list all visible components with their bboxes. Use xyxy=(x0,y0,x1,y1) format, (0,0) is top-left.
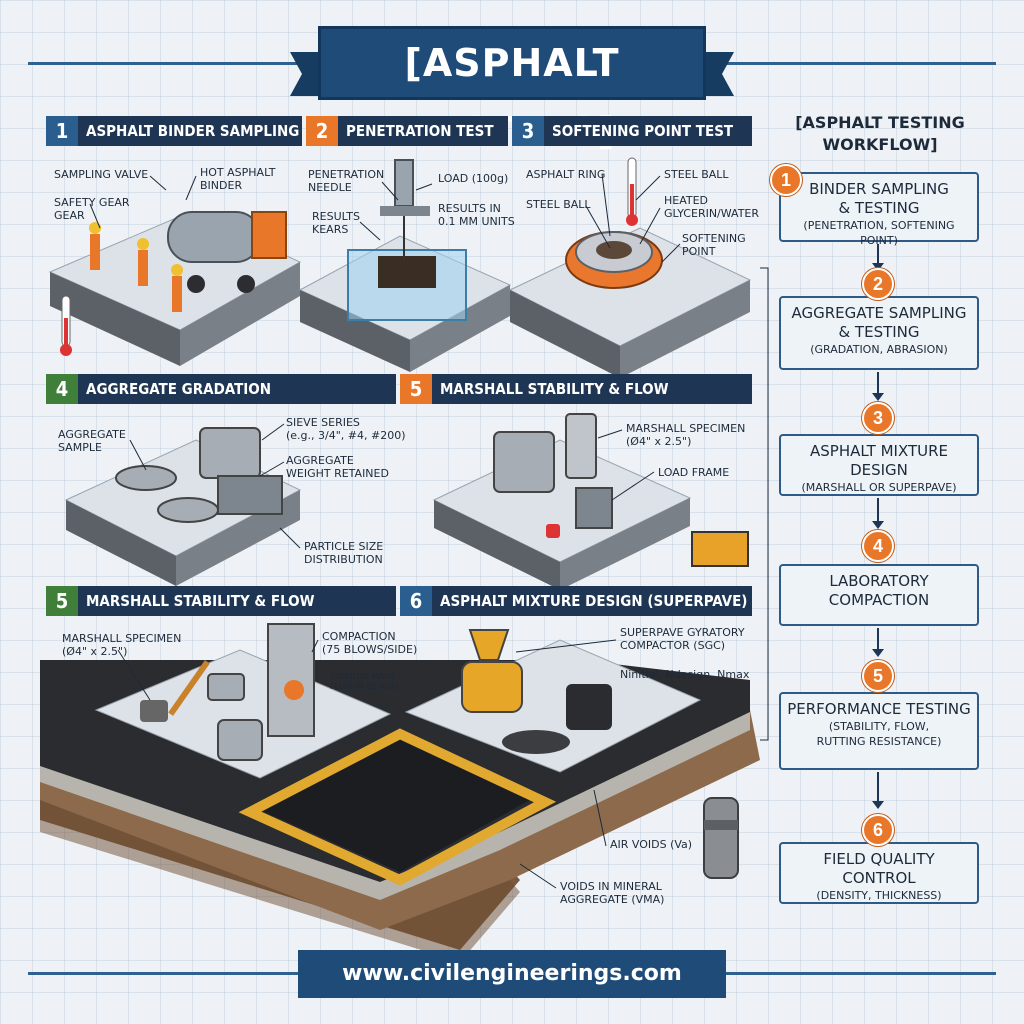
label-compaction: COMPACTION (75 BLOWS/SIDE) xyxy=(322,630,418,656)
workflow-step-1-main: BINDER SAMPLING & TESTING xyxy=(809,180,949,217)
workflow-arrow-2 xyxy=(872,372,884,401)
step-5-number: 5 xyxy=(400,374,432,404)
workflow-step-2-main: AGGREGATE SAMPLING & TESTING xyxy=(791,304,967,341)
workflow-badge-1: 1 xyxy=(770,164,802,196)
step-4-number: 4 xyxy=(46,374,78,404)
label-sgc: SUPERPAVE GYRATORY COMPACTOR (SGC) xyxy=(620,626,745,652)
label-load-frame: LOAD FRAME xyxy=(658,466,730,479)
workflow-step-3-sub: (MARSHALL OR SUPERPAVE) xyxy=(801,481,957,494)
workflow-badge-2: 2 xyxy=(862,268,894,300)
label-load: LOAD (100g) xyxy=(438,172,509,185)
workflow-step-1: BINDER SAMPLING & TESTING (PENETRATION, … xyxy=(779,172,979,247)
step-2-title: PENETRATION TEST xyxy=(346,122,494,140)
workflow-badge-5: 5 xyxy=(862,660,894,692)
workflow-title: [ASPHALT TESTING WORKFLOW] xyxy=(795,113,965,154)
label-marshall-specimen: MARSHALL SPECIMEN (Ø4" x 2.5") xyxy=(626,422,746,448)
workflow-step-5-sub: (STABILITY, FLOW, RUTTING RESISTANCE) xyxy=(816,720,942,748)
workflow-arrow-1 xyxy=(872,244,884,271)
workflow-step-4-main: LABORATORY COMPACTION xyxy=(828,572,930,609)
frame-bottom-left xyxy=(28,972,298,975)
workflow-arrow-4 xyxy=(872,628,884,657)
label-heated-glycerin: HEATED GLYCERIN/WATER xyxy=(664,194,760,220)
label-results-units: RESULTS IN 0.1 MM UNITS xyxy=(438,202,515,228)
label-particle-size: PARTICLE SIZE DISTRIBUTION xyxy=(304,540,384,566)
workflow-step-2: AGGREGATE SAMPLING & TESTING (GRADATION,… xyxy=(779,296,979,370)
label-results-kears: RESULTS KEARS xyxy=(312,210,360,236)
workflow-step-6-main: FIELD QUALITY CONTROL xyxy=(823,850,935,887)
step-2-number: 2 xyxy=(306,116,338,146)
label-penetration-needle: PENETRATION NEEDLE xyxy=(308,168,385,194)
step-6-title: ASPHALT MIXTURE DESIGN (SUPERPAVE) xyxy=(440,592,748,610)
workflow-step-3: ASPHALT MIXTURE DESIGN (MARSHALL OR SUPE… xyxy=(779,434,979,496)
workflow-step-6-sub: (DENSITY, THICKNESS) xyxy=(816,889,942,902)
label-steel-ball-right: STEEL BALL xyxy=(664,168,729,181)
label-stability-flow: STABILITY MALIE FLOW (B 01 inck) xyxy=(330,672,399,691)
workflow-step-4: LABORATORY COMPACTION xyxy=(779,564,979,626)
label-safety-gear: SAFETY GEAR GEAR xyxy=(54,196,130,222)
step-1-header: 1 ASPHALT BINDER SAMPLING xyxy=(46,116,302,146)
step-4-header: 4 AGGREGATE GRADATION xyxy=(46,374,396,404)
label-sampling-valve: SAMPLING VALVE xyxy=(54,168,149,181)
label-marshall-specimen-2: MARSHALL SPECIMEN (Ø4" x 2.5") xyxy=(62,632,182,658)
workflow-step-5-main: PERFORMANCE TESTING xyxy=(787,700,971,718)
step-5b-title: MARSHALL STABILITY & FLOW xyxy=(86,592,315,610)
workflow-badge-6: 6 xyxy=(862,814,894,846)
label-softening-point: SOFTENING POINT xyxy=(682,232,746,258)
step-6-number: 6 xyxy=(400,586,432,616)
label-hot-asphalt-binder: HOT ASPHALT BINDER xyxy=(200,166,276,192)
footer-url[interactable]: www.civilengineerings.com xyxy=(298,950,726,998)
label-aggregate-sample: AGGREGATE SAMPLE xyxy=(58,428,126,454)
workflow-arrow-3 xyxy=(872,498,884,529)
workflow-badge-3: 3 xyxy=(862,402,894,434)
workflow-step-3-main: ASPHALT MIXTURE DESIGN xyxy=(809,442,948,479)
workflow-step-6: FIELD QUALITY CONTROL (DENSITY, THICKNES… xyxy=(779,842,979,904)
workflow-badge-4: 4 xyxy=(862,530,894,562)
label-steel-ball-left: STEEL BALL xyxy=(526,198,591,211)
step-1-title: ASPHALT BINDER SAMPLING xyxy=(86,122,300,140)
workflow-step-1-sub: (PENETRATION, SOFTENING POINT) xyxy=(803,219,955,247)
workflow-step-2-sub: (GRADATION, ABRASION) xyxy=(810,343,948,356)
label-air-voids: AIR VOIDS (Va) xyxy=(610,838,693,851)
label-vma: VOIDS IN MINERAL AGGREGATE (VMA) xyxy=(560,880,665,906)
step-3-title: SOFTENING POINT TEST xyxy=(552,122,734,140)
step-1-number: 1 xyxy=(46,116,78,146)
title-ribbon-tails xyxy=(290,52,734,96)
step-2-header: 2 PENETRATION TEST xyxy=(306,116,508,146)
step-5b-header: 5 MARSHALL STABILITY & FLOW xyxy=(46,586,396,616)
label-asphalt-ring: ASPHALT RING xyxy=(526,168,606,181)
step-3-number: 3 xyxy=(512,116,544,146)
workflow-step-5: PERFORMANCE TESTING (STABILITY, FLOW, RU… xyxy=(779,692,979,770)
label-weight-retained: AGGREGATE WEIGHT RETAINED xyxy=(286,454,389,480)
frame-bottom-right xyxy=(726,972,996,975)
frame-top-right xyxy=(706,62,996,65)
step-5b-number: 5 xyxy=(46,586,78,616)
workflow-arrow-5 xyxy=(872,772,884,809)
step-3-header: 3 SOFTENING POINT TEST xyxy=(512,116,752,146)
step-5-title: MARSHALL STABILITY & FLOW xyxy=(440,380,669,398)
step-5-header: 5 MARSHALL STABILITY & FLOW xyxy=(400,374,752,404)
label-n-values: Ninitial, Ndesign, Nmax xyxy=(620,668,750,681)
step-4-title: AGGREGATE GRADATION xyxy=(86,380,272,398)
step-6-header: 6 ASPHALT MIXTURE DESIGN (SUPERPAVE) xyxy=(400,586,752,616)
frame-top-left xyxy=(28,62,318,65)
label-sieve-series: SIEVE SERIES (e.g., 3/4", #4, #200) xyxy=(286,416,406,442)
